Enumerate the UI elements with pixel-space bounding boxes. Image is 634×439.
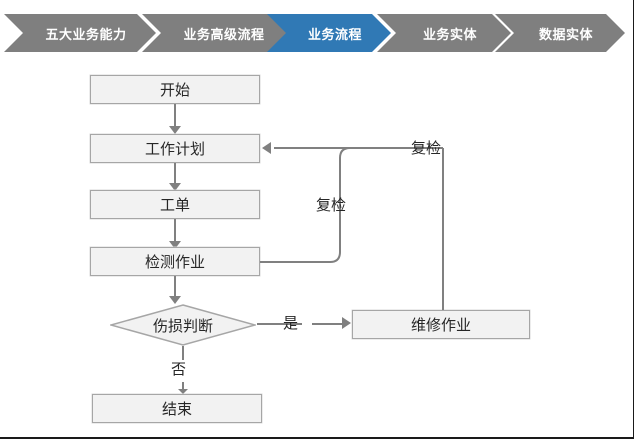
edge-label-yes: 是 xyxy=(283,315,299,332)
node-end-label: 结束 xyxy=(161,401,192,418)
arrowhead-workplan-to-workorder xyxy=(169,183,181,191)
breadcrumb-item-3-label: 业务流程 xyxy=(307,26,362,42)
arrowhead-start-to-workplan xyxy=(169,126,181,134)
edge-label-recheck-outer: 复检 xyxy=(411,140,442,157)
connector-yes-to-repair xyxy=(312,323,344,325)
node-start[interactable]: 开始 xyxy=(90,75,260,104)
node-work-plan[interactable]: 工作计划 xyxy=(90,134,260,163)
breadcrumb-item-4-label: 业务实体 xyxy=(422,26,477,42)
breadcrumb-item-4[interactable]: 业务实体 xyxy=(377,14,511,52)
node-work-order[interactable]: 工单 xyxy=(90,190,260,219)
node-work-order-label: 工单 xyxy=(159,197,190,214)
connector-decision-yes xyxy=(257,323,302,325)
node-decision-label: 伤损判断 xyxy=(152,317,213,335)
node-decision[interactable]: 伤损判断 xyxy=(110,304,256,346)
breadcrumb-item-5[interactable]: 数据实体 xyxy=(495,14,625,52)
connector-decision-no xyxy=(182,346,184,360)
connector-start-to-workplan xyxy=(174,104,176,128)
edge-label-no: 否 xyxy=(171,361,187,378)
arrowhead-yes-to-repair xyxy=(342,317,351,329)
connector-recheck-outer-horizontal xyxy=(274,147,443,149)
arrowhead-no-to-end xyxy=(178,389,188,394)
arrowhead-recheck-into-workplan xyxy=(262,142,271,154)
breadcrumb-item-1[interactable]: 五大业务能力 xyxy=(4,14,156,52)
connector-recheck-outer-vertical xyxy=(442,148,444,310)
breadcrumb-item-1-label: 五大业务能力 xyxy=(45,26,127,42)
node-end[interactable]: 结束 xyxy=(92,394,262,423)
breadcrumb-item-3[interactable]: 业务流程 xyxy=(267,14,391,52)
breadcrumb-item-2[interactable]: 业务高级流程 xyxy=(142,14,294,52)
node-start-label: 开始 xyxy=(159,82,190,99)
diamond-shape-icon xyxy=(110,304,256,346)
connector-workorder-to-inspection xyxy=(174,219,176,243)
node-repair-label: 维修作业 xyxy=(410,317,471,334)
connector-workplan-to-workorder xyxy=(174,163,176,185)
edge-label-recheck-inner: 复检 xyxy=(316,197,347,214)
breadcrumb-item-5-label: 数据实体 xyxy=(538,26,593,42)
node-inspection-label: 检测作业 xyxy=(144,254,205,271)
node-repair[interactable]: 维修作业 xyxy=(352,310,530,339)
breadcrumb: 五大业务能力 业务高级流程 业务流程 业务实体 数据实体 xyxy=(0,14,634,52)
node-work-plan-label: 工作计划 xyxy=(144,141,205,158)
arrowhead-workorder-to-inspection xyxy=(169,241,181,249)
node-inspection[interactable]: 检测作业 xyxy=(90,247,260,276)
arrowhead-inspection-to-decision xyxy=(169,296,181,304)
connector-inspection-to-decision xyxy=(174,276,176,298)
breadcrumb-item-2-label: 业务高级流程 xyxy=(183,26,265,42)
connector-no-to-end xyxy=(182,382,184,391)
